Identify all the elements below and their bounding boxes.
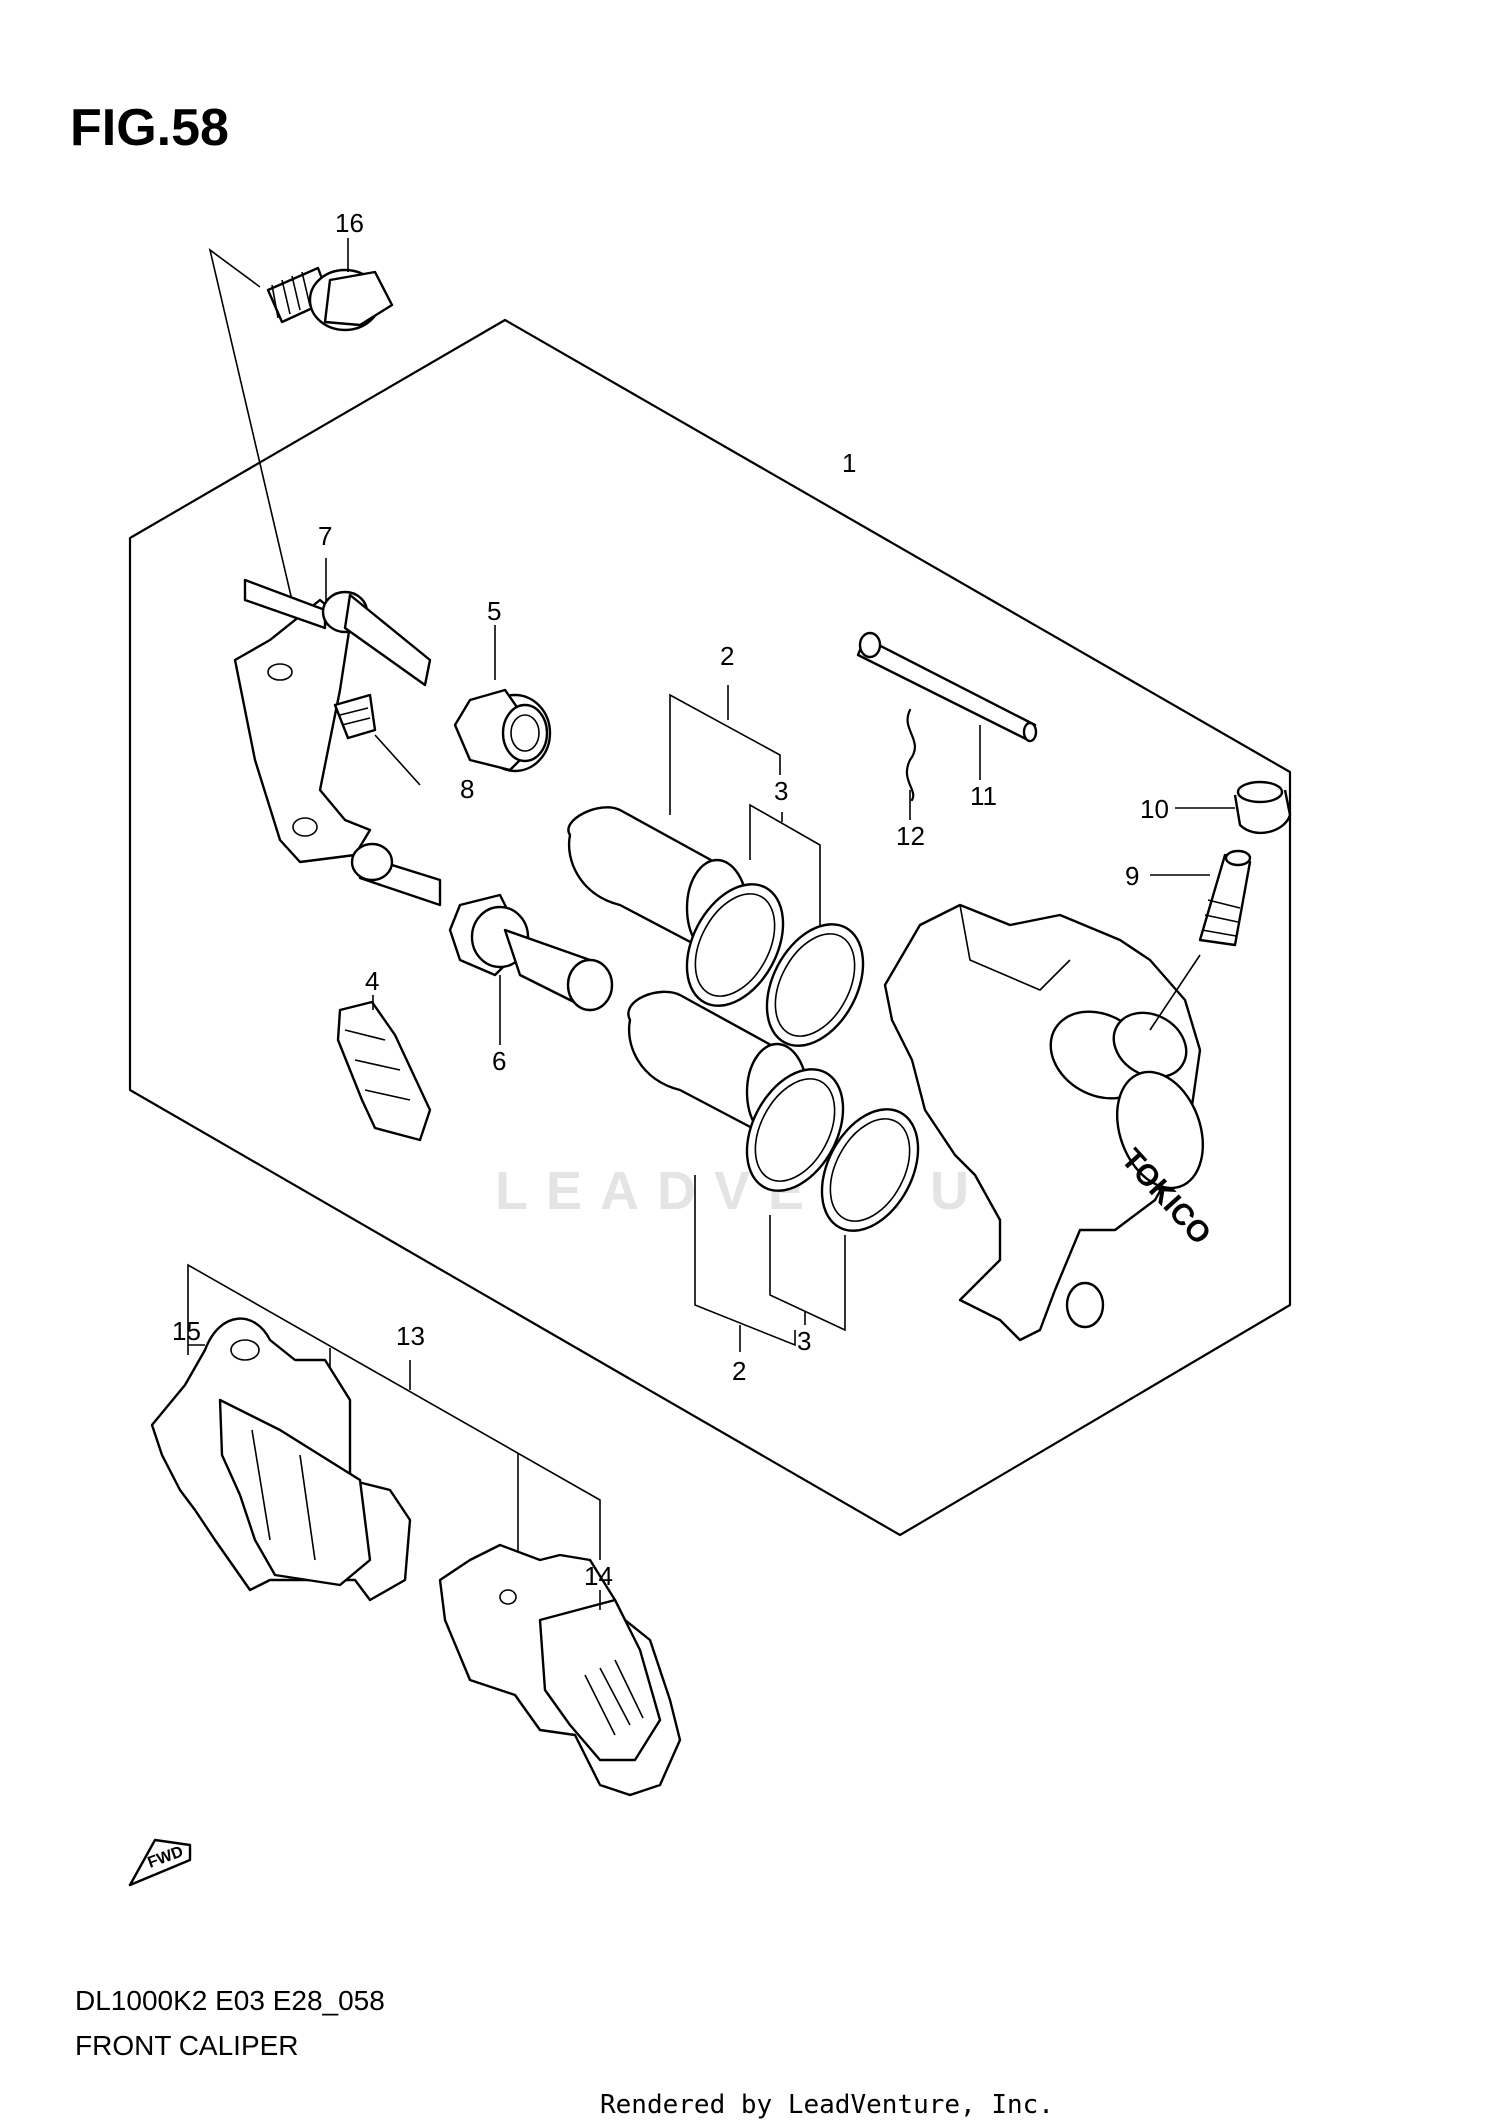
bracket-3-upper [749,803,821,935]
part-caliper-bracket-7[interactable] [233,578,442,907]
fwd-arrow-icon: FWD [128,1838,192,1887]
part-seal-3-lower-a[interactable] [727,1053,862,1207]
callout-3-lower: 3 [797,1326,811,1356]
part-caliper-body[interactable]: TOKICO [883,903,1218,1342]
part-clip-12[interactable] [905,708,916,802]
bracket-2-lower [694,1175,796,1347]
leader-8 [374,734,421,786]
render-credit: Rendered by LeadVenture, Inc. [600,2090,1054,2120]
callout-10: 10 [1140,794,1169,824]
part-spring-8[interactable] [333,693,377,740]
model-code: DL1000K2 E03 E28_058 [75,1985,385,2016]
callout-2-upper: 2 [720,641,734,671]
callout-13: 13 [396,1321,425,1351]
part-brake-pad-15[interactable] [150,1317,412,1602]
part-boot-5[interactable] [453,688,552,773]
leader-9-to-body [1149,954,1201,1031]
part-boot-6[interactable] [448,893,614,1012]
callout-9: 9 [1125,861,1139,891]
callout-2-lower: 2 [732,1356,746,1386]
part-cap-10[interactable] [1233,780,1292,835]
callout-8: 8 [460,774,474,804]
callout-4: 4 [365,966,379,996]
part-seal-3-lower-b[interactable] [802,1093,937,1247]
part-seal-3-upper-a[interactable] [667,868,802,1022]
diagram-caption: FRONT CALIPER [75,2030,299,2061]
callout-7: 7 [318,521,332,551]
callout-16: 16 [335,208,364,238]
callout-1: 1 [842,448,856,478]
part-bolt-16[interactable] [266,266,394,332]
callout-6: 6 [492,1046,506,1076]
bracket-3-lower [769,1215,846,1332]
part-pad-spring-4[interactable] [336,1000,432,1142]
assembly-outline-box [128,318,1292,1537]
part-pad-pin-11[interactable] [856,631,1038,743]
bracket-13 [187,1263,601,1560]
callout-12: 12 [896,821,925,851]
figure-title: FIG.58 [70,99,229,157]
bracket-2-upper [669,693,781,815]
callout-14: 14 [584,1561,613,1591]
callout-3-upper: 3 [774,776,788,806]
callout-5: 5 [487,596,501,626]
part-brake-pad-14[interactable] [438,1543,682,1797]
callout-15: 15 [172,1316,201,1346]
part-seal-3-upper-b[interactable] [747,908,882,1062]
part-bleeder-9[interactable] [1198,849,1252,947]
leader-bolt-to-bracket [208,248,321,721]
callout-11: 11 [970,781,997,811]
